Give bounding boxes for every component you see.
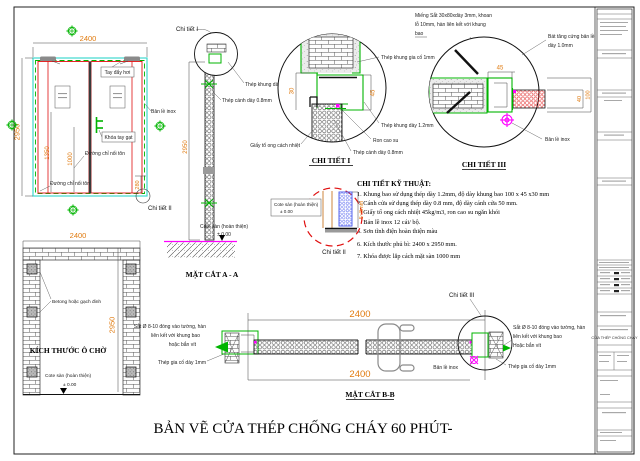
anchor-label-r3: Hoặc bắn vít <box>513 342 542 349</box>
tech-item: 2. Cánh cửa sử dụng thép dày 0.8 mm, độ … <box>357 200 518 207</box>
elevation-dim-lines <box>21 42 148 197</box>
anchor-label-r1: Sắt Ø 8-10 đóng vào tường, hàn <box>513 324 585 331</box>
section-bb-title: MẶT CẮT B-B <box>345 389 394 399</box>
masonry-label: Betong hoặc gạch đinh <box>52 299 101 305</box>
plate-note-line1: Miếng Sắt 30x80xdày 3mm, khoan <box>415 12 492 19</box>
dim-2400-bb-bottom: 2400 <box>349 369 370 380</box>
hinge-plate-label2: dày 1.0mm <box>548 43 573 49</box>
section-aa-view: Thép khung dày 1.2mm Thép cánh dày 0.8mm… <box>164 32 298 279</box>
anchor-label-l3: hoặc bắn vít <box>169 341 197 348</box>
section-marker-icon <box>66 203 80 217</box>
section-bb-view: 2400 2400 Sắt Ø 8-10 đóng vào tường, hàn… <box>134 293 585 400</box>
dim-280: 280 <box>135 180 141 189</box>
lock-label: Khóa tay gạt <box>104 135 133 141</box>
detail2-callout: Chi tiết II <box>148 206 172 212</box>
door-closer-icon <box>124 56 140 61</box>
clip-plate <box>203 167 215 174</box>
honeycomb-label: Giấy tổ ong cách nhiệt <box>250 142 300 149</box>
hinge-label-d3: Bản lề inox <box>545 137 570 143</box>
detail3-callout-bb: Chi tiết III <box>449 293 475 299</box>
tech-item: 4. Bản lề inox 12 cái/ bộ. <box>357 219 421 226</box>
leaf-thickness-label: Thép cánh dày 0.8mm <box>222 98 272 104</box>
dim-40: 40 <box>577 96 583 102</box>
frame-label: Thép khung dày 1.2mm <box>381 123 434 129</box>
level-marker-icon <box>219 235 225 241</box>
frame-thickness-label: Thép khung dày 1.2mm <box>245 82 298 88</box>
sheet-title: BẢN VẼ CỬA THÉP CHỐNG CHÁY 60 PHÚT- <box>153 419 452 437</box>
leaf-label: Thép cánh dày 0.8mm <box>353 150 403 156</box>
dim-1350: 1350 <box>45 146 51 160</box>
meeting-stile <box>88 61 92 193</box>
hinge-symbol-icon <box>469 355 479 365</box>
plate-note-line2: lỗ 10mm, hàn liên kết với khung <box>415 21 486 28</box>
plate-note-line3: bao <box>415 31 424 37</box>
anchor-label-l1: Sắt Ø 8-10 đóng vào tường, hàn <box>134 323 206 330</box>
sheet-border <box>13 6 635 455</box>
titleblock-fine-print <box>599 22 630 441</box>
detail1-title: CHI TIẾT I <box>312 155 351 165</box>
lock-center-icon <box>500 113 514 127</box>
opening-title: KÍCH THƯỚC Ô CHỜ <box>30 345 107 355</box>
seam-label: Đường chỉ nối tôn <box>85 150 125 157</box>
dim-2400: 2400 <box>80 34 97 43</box>
section-marker-icon <box>153 119 167 133</box>
floor-level-open: ± 0.00 <box>63 382 77 388</box>
tech-item: 1. Khung bao sử dụng thép dày 1.2mm, độ … <box>357 191 549 198</box>
tech-item: 3. Giấy tổ ong cách nhiệt 45kg/m3, ron c… <box>357 209 500 216</box>
anchor-arrow-icon <box>503 344 511 352</box>
embed-plate-icon <box>26 263 137 378</box>
handle-bar-icon <box>377 323 415 372</box>
tech-heading: CHI TIẾT KỸ THUẬT: <box>357 178 431 188</box>
dim-2400-open: 2400 <box>70 231 87 240</box>
frame-tick-icon <box>201 79 217 208</box>
dim-45-d3: 45 <box>497 66 504 72</box>
gasket-label: Ron cao su <box>373 138 399 144</box>
anchor-label-r2: liên kết với khung bao <box>513 334 562 340</box>
dim-30: 30 <box>290 87 296 94</box>
detail2-view: 5~8mm Cote sàn (hoàn thiện) ± 0.00 Chi t… <box>270 187 365 256</box>
hinge-plate-label1: Bát tăng cứng bản lề <box>548 34 595 40</box>
reinforce-label-r: Thép gia cố dày 1mm <box>508 364 556 370</box>
detail1-callout: Chi tiết I <box>176 27 198 33</box>
section-marker-icon <box>65 24 79 38</box>
rough-opening-view: Betong hoặc gạch đinh 2400 2950 KÍCH THƯ… <box>22 231 141 396</box>
door-closer-label: Tay đẩy hơi <box>105 69 131 76</box>
tech-item: 6. Kích thước phủ bì: 2400 x 2950 mm. <box>357 241 457 248</box>
dim-45: 45 <box>371 89 377 96</box>
dim-gap: 5~8mm <box>359 200 365 219</box>
title-block: CỬA THÉP CHỐNG CHÁY <box>591 8 638 453</box>
vision-panel-tag <box>54 85 126 109</box>
tech-item: 7. Khóa được lắp cách mặt sàn 1000 mm <box>357 253 460 260</box>
dim-2400-bb-top: 2400 <box>349 309 370 320</box>
seam-label: Đường chỉ nối tôn <box>50 180 90 187</box>
reinforce-label-l: Thép gia cố dày 1mm <box>158 360 206 366</box>
reinforce-label: Thép khung gia cố 1mm <box>381 55 435 61</box>
anchor-label-l2: liên kết với khung bao <box>151 333 200 339</box>
floor-label: Cote sàn (hoàn thiện) <box>200 224 248 230</box>
level-marker-icon <box>60 388 67 394</box>
detail3-view: Miếng Sắt 30x80xdày 3mm, khoan lỗ 10mm, … <box>415 12 595 170</box>
anchor-arrow-icon <box>215 341 228 353</box>
detail2-title: Chi tiết II <box>322 250 346 256</box>
tech-notes: CHI TIẾT KỸ THUẬT: 1. Khung bao sử dụng … <box>357 178 549 260</box>
floor-label-open: Cote sàn (hoàn thiện) <box>45 373 92 379</box>
tech-item: 5. Sơn tĩnh điện hoàn thiện màu <box>357 228 438 235</box>
hinge-label: Bản lề inox <box>151 109 176 115</box>
dim-1000: 1000 <box>68 152 74 166</box>
front-elevation-view: 2400 2950 1350 1000 280 Tay đẩy hơi Khóa… <box>5 24 215 217</box>
detail1-view: 30 45 Thép khung gia cố 1mm Thép khung d… <box>250 33 435 166</box>
floor-level-d2: ± 0.00 <box>280 209 293 214</box>
hinge-label-bb: Bản lề inox <box>433 365 458 371</box>
detail3-title: CHI TIẾT III <box>462 159 506 169</box>
dim-100: 100 <box>586 90 592 99</box>
titleblock-drawing-title: CỬA THÉP CHỐNG CHÁY <box>591 335 638 340</box>
lever-handle-icon <box>95 117 103 133</box>
door-closer-icon <box>40 56 56 61</box>
dim-2950-open: 2950 <box>108 317 117 334</box>
dim-2950-aa: 2950 <box>183 140 189 154</box>
floor-label-d2: Cote sàn (hoàn thiện) <box>274 202 319 207</box>
dim-2950: 2950 <box>13 124 22 141</box>
section-aa-title: MẶT CẮT A - A <box>186 269 239 279</box>
